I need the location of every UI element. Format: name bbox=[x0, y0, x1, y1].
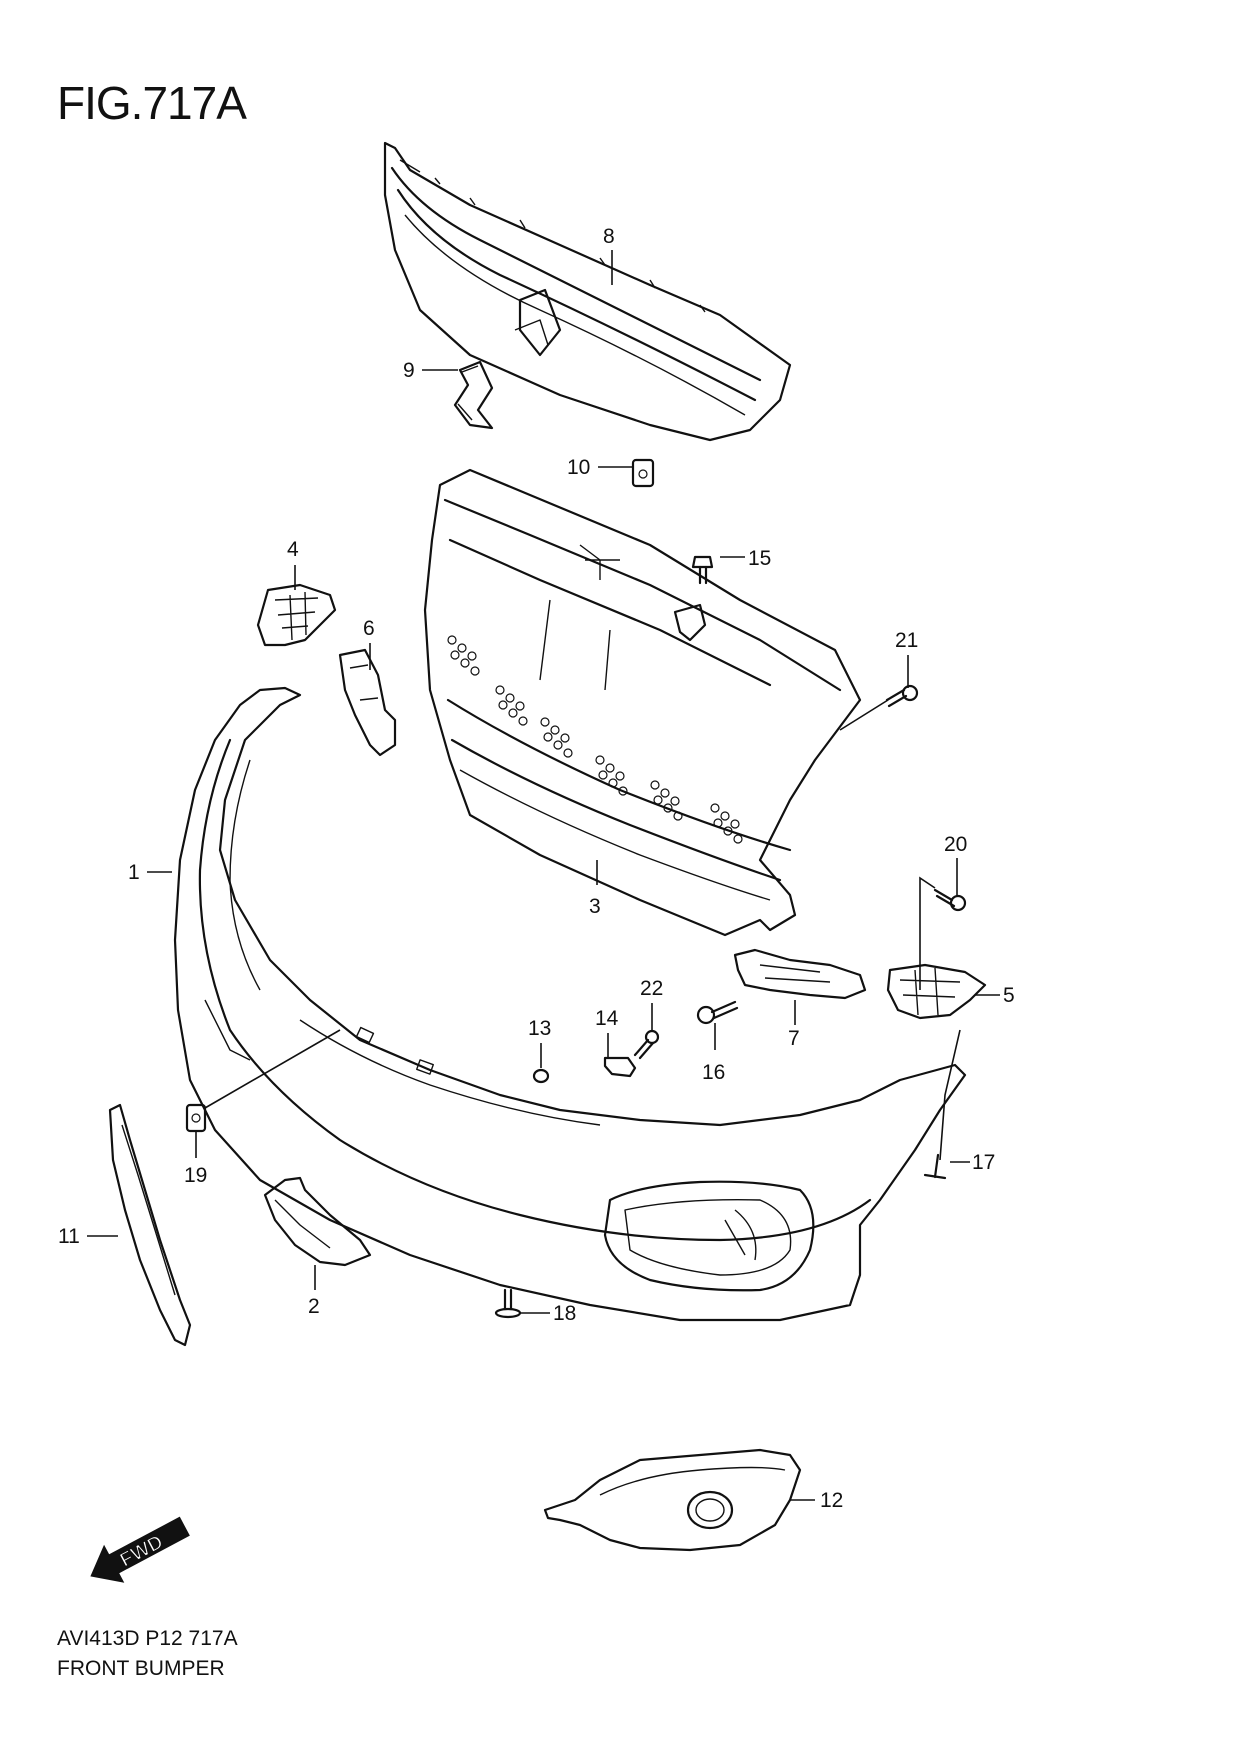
callout-7: 7 bbox=[788, 1027, 800, 1050]
callout-16: 16 bbox=[702, 1061, 725, 1084]
part-11-side-bracket[interactable] bbox=[108, 1103, 192, 1347]
part-9-emblem[interactable] bbox=[453, 360, 494, 430]
part-21-screw[interactable] bbox=[885, 684, 919, 708]
part-8-upper-grille[interactable] bbox=[383, 141, 792, 442]
callout-18: 18 bbox=[553, 1302, 576, 1325]
callout-6: 6 bbox=[363, 617, 375, 640]
diagram-name: FRONT BUMPER bbox=[57, 1657, 225, 1680]
callout-1: 1 bbox=[128, 861, 140, 884]
callout-15: 15 bbox=[748, 547, 771, 570]
part-5-right-bracket[interactable] bbox=[886, 963, 987, 1020]
callout-labels: 8 9 10 4 15 6 21 1 3 20 5 22 14 13 7 16 … bbox=[58, 225, 1015, 1512]
part-12-fog-lamp-bezel[interactable] bbox=[543, 1448, 802, 1552]
part-17-rivet[interactable] bbox=[923, 1153, 947, 1180]
callout-11: 11 bbox=[58, 1225, 80, 1248]
callout-9: 9 bbox=[403, 359, 415, 382]
callout-12: 12 bbox=[820, 1489, 843, 1512]
callout-2: 2 bbox=[308, 1295, 320, 1318]
part-2-deflector[interactable] bbox=[263, 1176, 372, 1267]
forward-direction-arrow: FWD bbox=[90, 1516, 190, 1583]
callout-19: 19 bbox=[184, 1164, 207, 1187]
part-7-reinforcement[interactable] bbox=[733, 948, 867, 1000]
callout-8: 8 bbox=[603, 225, 615, 248]
arrow-icon bbox=[90, 1516, 190, 1583]
part-22-screw[interactable] bbox=[633, 1029, 660, 1060]
part-1-bumper-cover[interactable] bbox=[173, 686, 967, 1322]
part-13-clip[interactable] bbox=[532, 1068, 550, 1084]
callout-14: 14 bbox=[595, 1007, 619, 1030]
part-14-retainer[interactable] bbox=[603, 1056, 637, 1078]
callout-3: 3 bbox=[589, 895, 601, 918]
callout-21: 21 bbox=[895, 629, 918, 652]
part-4-left-bracket[interactable] bbox=[256, 583, 337, 647]
part-19-nut-clip[interactable] bbox=[185, 1103, 207, 1133]
diagram-code: AVI413D P12 717A bbox=[57, 1627, 238, 1650]
grille-mesh-pattern bbox=[447, 635, 743, 844]
part-6-side-bracket[interactable] bbox=[338, 648, 397, 757]
callout-4: 4 bbox=[287, 538, 299, 561]
part-15-bolt[interactable] bbox=[691, 555, 714, 585]
callout-22: 22 bbox=[640, 977, 663, 1000]
part-10-clip[interactable] bbox=[631, 458, 655, 488]
callout-5: 5 bbox=[1003, 984, 1015, 1007]
figure-title: FIG.717A bbox=[57, 77, 247, 129]
callout-20: 20 bbox=[944, 833, 967, 856]
callout-13: 13 bbox=[528, 1017, 551, 1040]
part-20-screw[interactable] bbox=[933, 888, 967, 912]
part-3-grille-support[interactable] bbox=[423, 468, 862, 937]
callout-17: 17 bbox=[972, 1151, 995, 1174]
part-16-bolt[interactable] bbox=[696, 1000, 739, 1025]
leader-lines bbox=[87, 250, 1000, 1501]
callout-10: 10 bbox=[567, 456, 590, 479]
part-18-rivet[interactable] bbox=[494, 1288, 522, 1319]
